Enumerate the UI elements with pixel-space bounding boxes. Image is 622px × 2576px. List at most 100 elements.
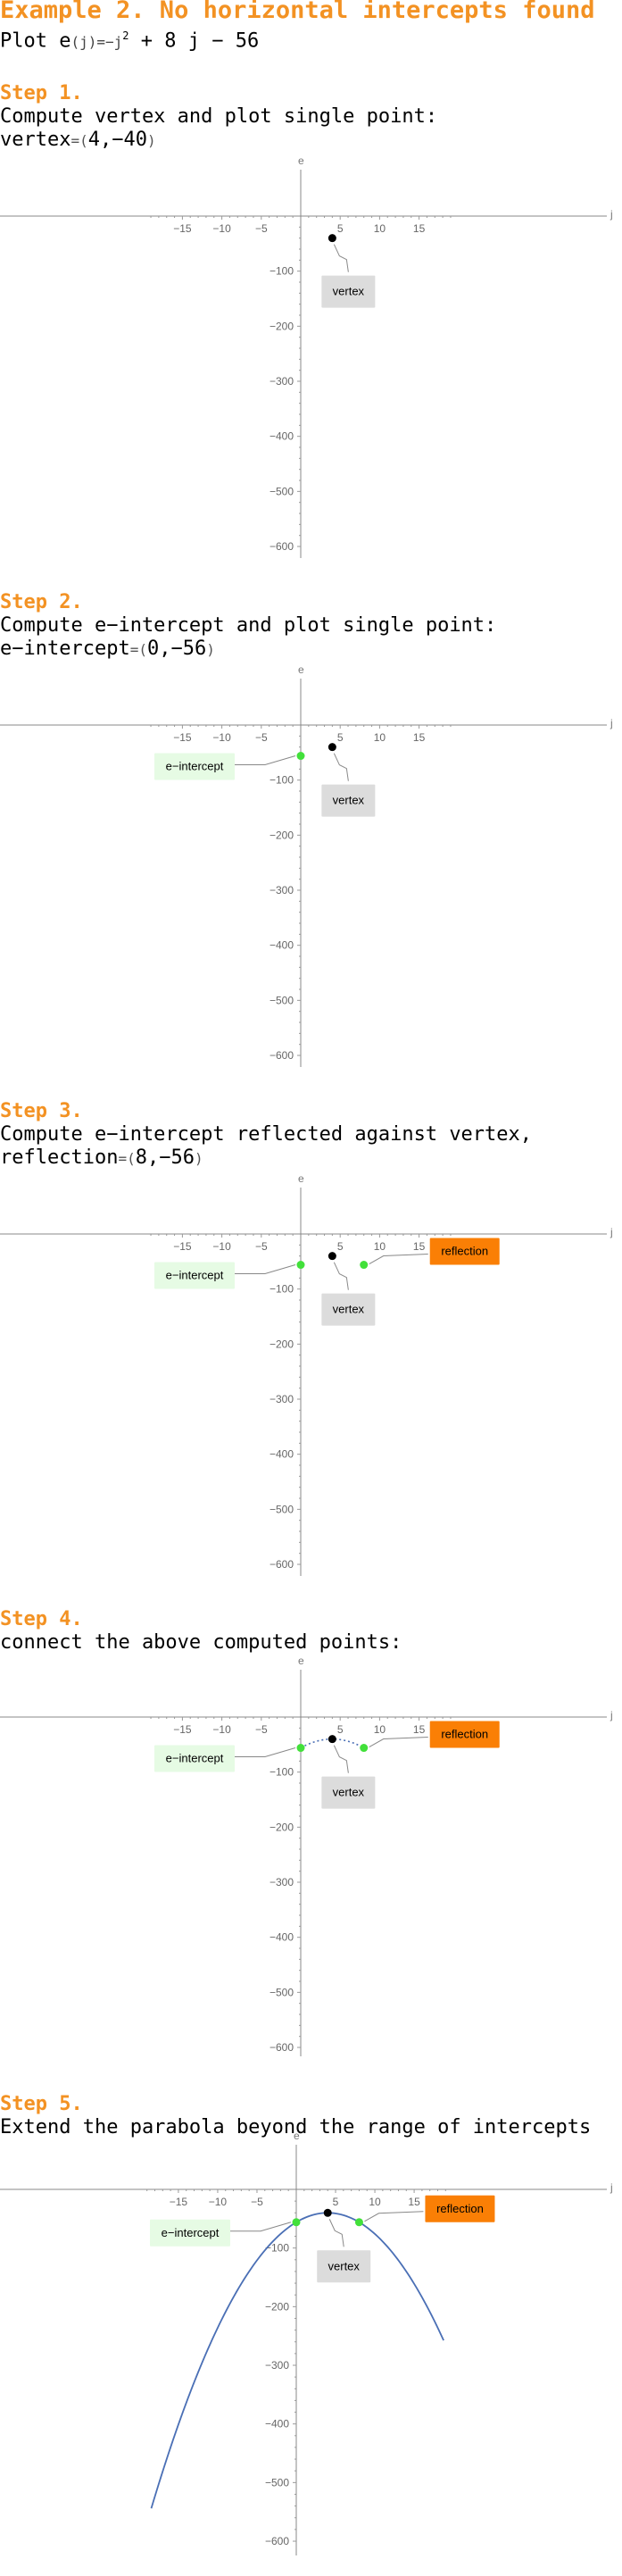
step-value: e−intercept=(0,−56) [0,638,215,660]
x-tick-label: −10 [212,731,231,744]
vertex-label-box [321,1293,376,1326]
value-name: reflection [0,1146,119,1169]
e-intercept-label: e−intercept [162,2226,220,2239]
y-axis-label: e [298,1655,304,1667]
x-tick-label: −5 [255,1723,268,1736]
y-tick-label: −200 [270,1821,294,1833]
e-intercept-point [296,1261,305,1270]
x-tick-label: 5 [337,1240,344,1253]
y-tick-label: −100 [270,1283,294,1296]
value-nums: 8,−56 [135,1146,195,1169]
e-intercept-leader-line [235,1747,296,1758]
x-tick-label: −15 [170,2196,188,2208]
value-close: ) [146,132,156,149]
x-tick-label: 5 [337,1723,344,1736]
plot-tail: + 8 j − 56 [140,29,260,53]
y-tick-label: −600 [270,540,294,553]
x-tick-label: −5 [255,222,268,235]
e-intercept-label-box [154,753,235,780]
e-intercept-leader-line [230,2222,292,2232]
reflection-label-box [429,1238,500,1265]
y-tick-label: −600 [265,2535,289,2547]
vertex-leader-line [333,753,349,781]
y-axis-label: e [298,154,304,167]
e-intercept-label-box [150,2219,230,2247]
plot-eq: =−j [96,33,123,51]
reflection-label-box [429,1721,500,1748]
x-tick-label: 15 [413,1240,426,1253]
vertex-leader-line [328,2219,344,2247]
y-tick-label: −400 [270,1448,294,1461]
e-intercept-label: e−intercept [166,1752,224,1765]
y-tick-label: −200 [270,829,294,841]
vertex-point [328,234,336,243]
step-description: Compute e−intercept and plot single poin… [0,614,497,637]
step-value: reflection=(8,−56) [0,1146,203,1169]
y-tick-label: −500 [270,1986,294,1998]
y-tick-label: −600 [270,1558,294,1571]
vertex-label-box [321,784,376,817]
y-tick-label: −600 [270,2041,294,2054]
x-tick-label: −15 [173,731,192,744]
x-tick-label: −5 [251,2196,263,2208]
x-tick-label: 10 [374,1240,386,1253]
y-tick-label: −100 [270,1766,294,1779]
y-tick-label: −400 [270,1931,294,1944]
y-tick-label: −100 [270,265,294,278]
step-label: Step 1. [0,82,83,104]
y-tick-label: −200 [265,2300,289,2313]
step-label: Step 5. [0,2093,83,2115]
reflection-label: reflection [441,1728,488,1741]
x-tick-label: −10 [209,2196,228,2208]
x-tick-label: 5 [333,2196,339,2208]
vertex-label-box [321,1776,376,1809]
reflection-point [360,1744,369,1753]
x-tick-label: 10 [374,222,386,235]
step-label: Step 3. [0,1100,83,1122]
x-tick-label: 15 [413,1723,426,1736]
value-close: ) [206,641,215,658]
x-tick-label: −5 [255,1240,268,1253]
reflection-label: reflection [436,2202,484,2215]
vertex-point [328,743,336,752]
reflection-label-box [425,2195,495,2222]
x-tick-label: 10 [374,1723,386,1736]
vertex-label: vertex [333,1786,365,1799]
vertex-leader-line [333,1745,349,1773]
vertex-label-box [321,275,376,308]
plot-args: (j) [70,33,97,51]
vertex-point [328,1735,336,1744]
y-tick-label: −100 [265,2242,289,2255]
plot-equation: Plot e(j)=−j2 + 8 j − 56 [0,29,259,52]
parabola-curve [300,1738,365,1749]
vertex-label: vertex [333,794,365,807]
e-intercept-label: e−intercept [166,760,224,773]
x-axis-label: j [610,1226,613,1238]
value-nums: 4,−40 [87,129,147,151]
vertex-leader-line [333,244,349,272]
x-tick-label: 15 [413,731,426,744]
y-tick-label: −600 [270,1049,294,1062]
reflection-label: reflection [441,1245,488,1258]
e-intercept-label-box [154,1745,235,1772]
y-axis-label: e [298,1172,304,1185]
x-tick-label: −10 [212,222,231,235]
step-label: Step 2. [0,591,83,613]
e-intercept-point [296,1744,305,1753]
value-eq: =( [70,132,88,149]
x-tick-label: −15 [173,1240,192,1253]
e-intercept-label-box [154,1262,235,1289]
value-name: e−intercept [0,638,130,660]
y-tick-label: −300 [270,375,294,388]
value-nums: 0,−56 [146,638,207,660]
step-label: Step 4. [0,1608,83,1630]
y-tick-label: −500 [270,1503,294,1515]
x-axis-label: j [610,717,613,729]
plot-prefix: Plot e [0,29,71,53]
step-description: Compute e−intercept reflected against ve… [0,1123,533,1146]
y-tick-label: −400 [265,2418,289,2430]
